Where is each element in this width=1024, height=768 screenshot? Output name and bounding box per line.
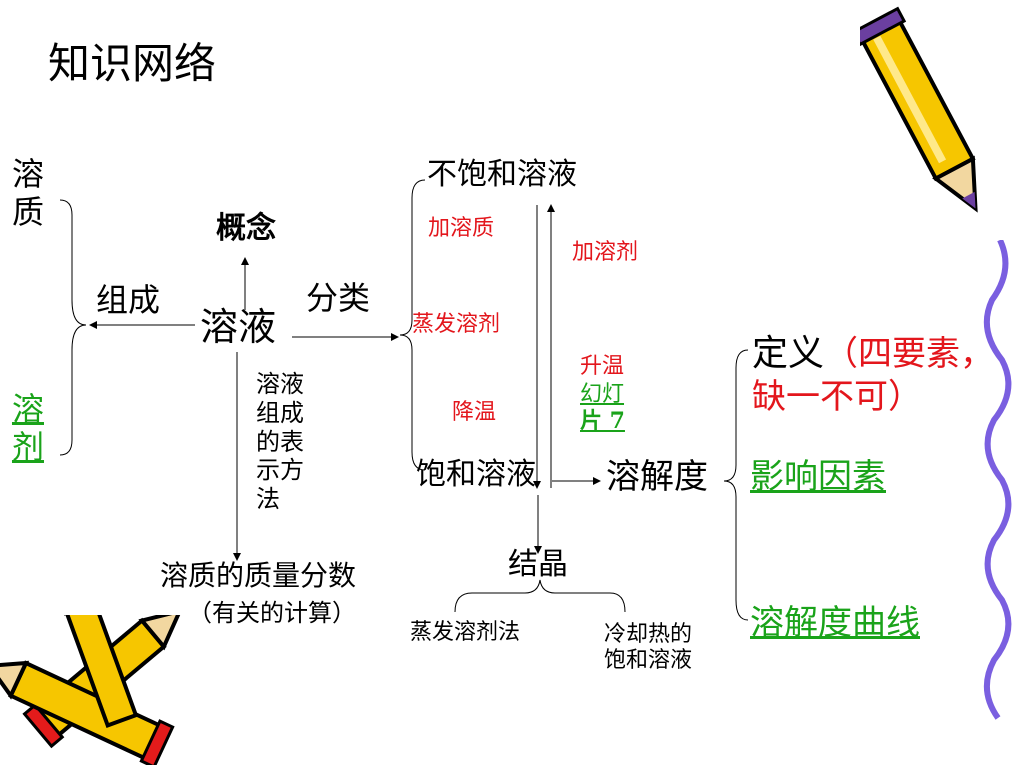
solute-label: 溶质 xyxy=(11,155,44,232)
solvent-link[interactable]: 溶剂 xyxy=(11,390,44,467)
middle-brace xyxy=(399,179,426,471)
saturated-solution: 饱和溶液 xyxy=(416,457,536,492)
concept-label: 概念 xyxy=(216,211,276,246)
composition-method-text: 溶液 组成 的表 示方 法 xyxy=(256,370,304,514)
mass-fraction-label: 溶质的质量分数 xyxy=(160,559,357,592)
crystallization-label: 结晶 xyxy=(508,547,568,582)
add-solvent-label: 加溶剂 xyxy=(572,240,639,265)
classification-label: 分类 xyxy=(306,279,371,317)
composition-label: 组成 xyxy=(96,281,161,319)
solubility-curve-link[interactable]: 溶解度曲线 xyxy=(750,603,920,643)
page-title: 知识网络 xyxy=(48,39,217,88)
solution-node: 溶液 xyxy=(200,305,277,349)
influencing-factors-link[interactable]: 影响因素 xyxy=(750,457,886,497)
solubility-node: 溶解度 xyxy=(606,457,708,497)
definition-label: 定义（四要素，缺一不可） xyxy=(752,333,995,418)
left-brace xyxy=(59,199,87,456)
add-solute-label: 加溶质 xyxy=(428,216,495,241)
evaporate-solvent-label: 蒸发溶剂 xyxy=(412,312,501,337)
pencils-icon xyxy=(0,615,184,765)
crystallization-brace xyxy=(454,579,626,613)
definition-note: （四要素，缺一不可） xyxy=(752,334,995,418)
mass-fraction-sub: （有关的计算） xyxy=(188,599,356,627)
cool-label: 降温 xyxy=(452,400,497,425)
solubility-brace xyxy=(723,349,749,621)
pencil-icon xyxy=(860,6,978,213)
wavy-line-icon xyxy=(983,240,1012,720)
cooling-method: 冷却热的 饱和溶液 xyxy=(604,622,693,674)
unsaturated-solution: 不饱和溶液 xyxy=(427,157,577,192)
heat-label: 升温 xyxy=(580,354,625,379)
evaporation-method: 蒸发溶剂法 xyxy=(410,620,521,645)
slide-7-link[interactable]: 幻灯 片 7 xyxy=(580,382,625,435)
